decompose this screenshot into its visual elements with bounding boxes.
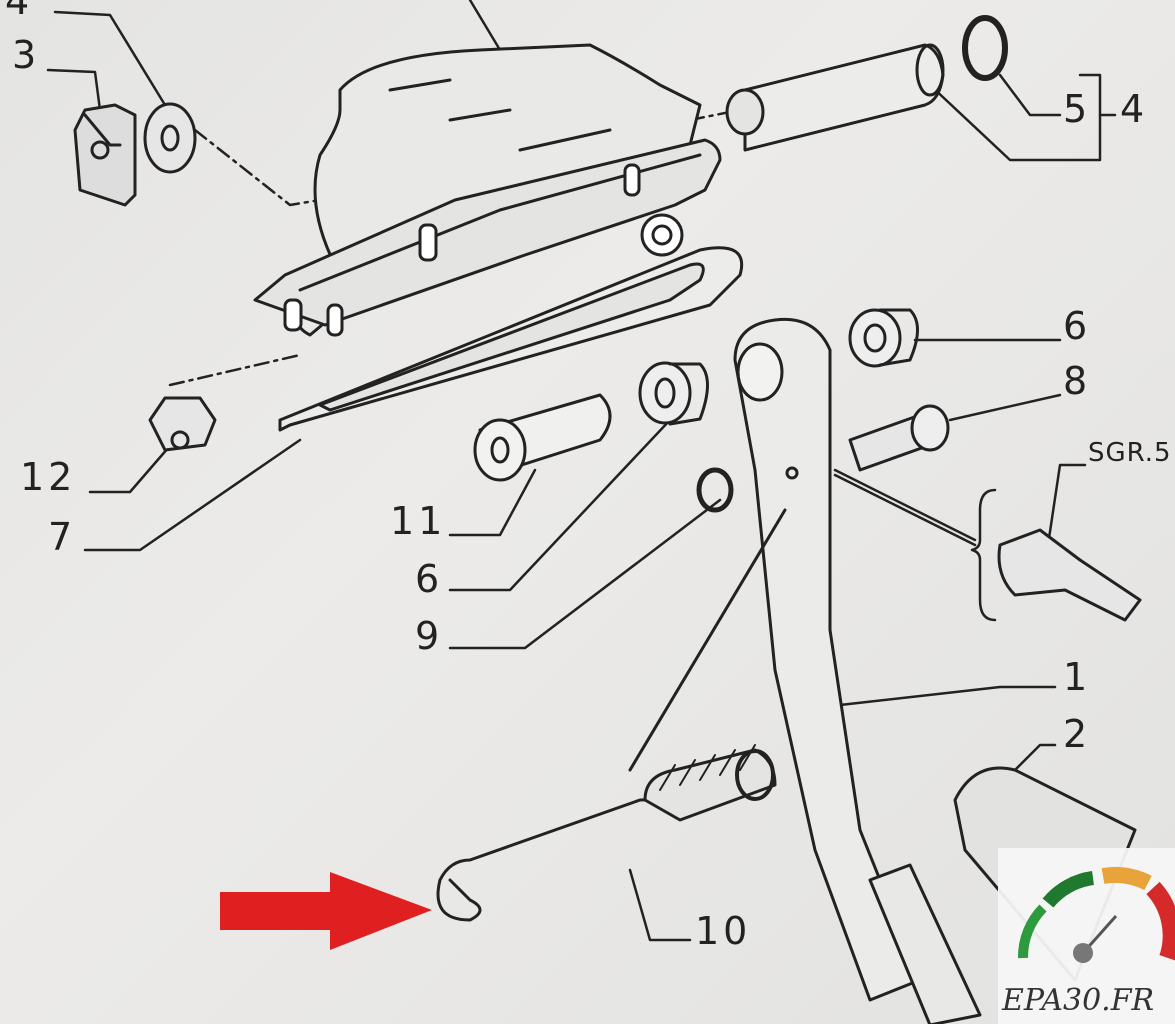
part-stop-switch [997, 528, 1142, 622]
callout-1: 1 [1063, 655, 1092, 699]
part-5-circlip [962, 15, 1008, 81]
part-7-gasket [278, 246, 743, 432]
pedal-bracket-housing [253, 43, 722, 337]
epa30-logo: EPA30.FR [998, 848, 1175, 1024]
callout-6-right: 6 [1063, 304, 1092, 348]
part-12-nut [148, 396, 217, 452]
callout-6-left: 6 [415, 557, 444, 601]
callout-12: 12 [20, 455, 77, 499]
callout-11: 11 [390, 499, 447, 543]
part-1-pedal-lever [733, 317, 982, 1024]
part-9-clip [696, 467, 734, 513]
part-6-bush-left [638, 361, 709, 426]
callout-3: 3 [12, 33, 41, 77]
callout-5: 5 [1063, 87, 1092, 131]
callout-7: 7 [48, 515, 77, 559]
part-washer [143, 102, 197, 174]
logo-text: EPA30.FR [1002, 983, 1155, 1018]
part-shaft [725, 43, 945, 152]
part-8-bolt [848, 404, 950, 472]
callout-4-top: 4 [5, 0, 34, 23]
callout-sgr: SGR.5 [1088, 438, 1172, 468]
speedometer-icon [1017, 866, 1175, 963]
part-6-bush-right [848, 308, 919, 368]
callout-10: 10 [695, 909, 752, 953]
callout-8: 8 [1063, 359, 1092, 403]
part-11-sleeve [473, 393, 612, 482]
part-10-spring [436, 508, 787, 922]
part-3-clip [73, 103, 137, 207]
red-arrow-icon [220, 872, 432, 950]
callout-2: 2 [1063, 712, 1092, 756]
callout-4: 4 [1120, 87, 1149, 131]
callout-9: 9 [415, 614, 444, 658]
